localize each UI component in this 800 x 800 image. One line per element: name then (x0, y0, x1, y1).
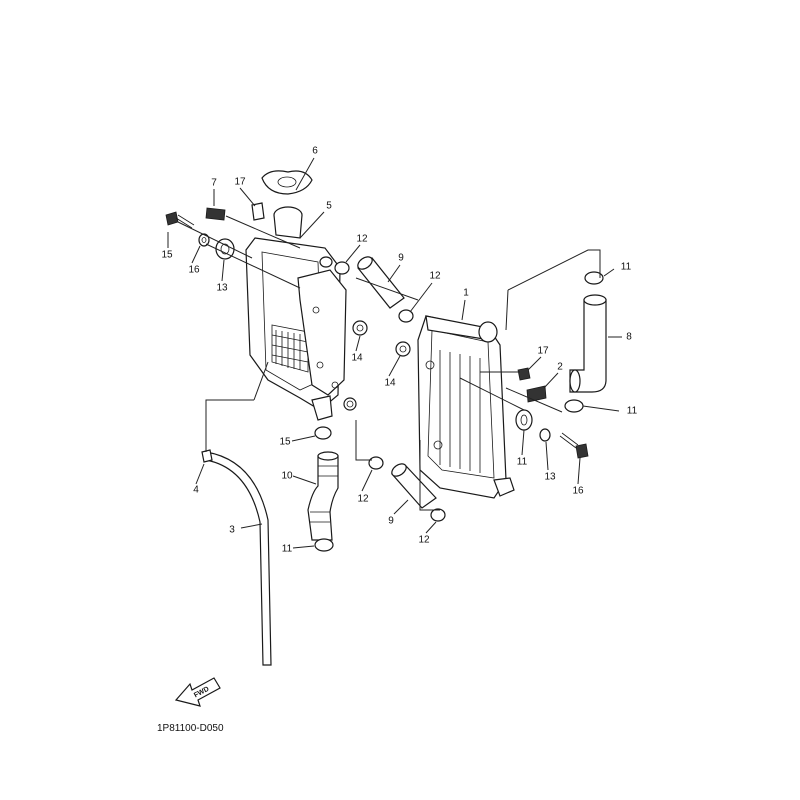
callout-13: 11 (517, 457, 528, 468)
radiator-cap (261, 170, 313, 195)
callout-3: 3 (229, 525, 235, 536)
hose-straight-lower (391, 463, 437, 509)
callout-14: 14 (351, 353, 363, 364)
callout-7: 7 (211, 178, 217, 189)
callout-6: 6 (312, 146, 318, 157)
callout-17: 17 (234, 177, 246, 188)
small-parts (165, 202, 604, 552)
callout-16: 13 (544, 472, 556, 483)
overflow-tube (205, 451, 272, 666)
callout-labels: 6 7 17 5 15 16 13 12 9 12 1 11 8 14 14 1… (161, 146, 637, 555)
callout-8: 8 (626, 332, 632, 343)
callout-12: 12 (356, 234, 368, 245)
callout-9: 9 (398, 253, 404, 264)
left-radiator (245, 206, 357, 421)
callout-10: 10 (281, 471, 293, 482)
callout-11: 15 (279, 437, 291, 448)
callout-14: 14 (384, 378, 396, 389)
hose-curved (307, 451, 339, 541)
callout-12: 12 (429, 271, 441, 282)
hose-straight-upper (357, 256, 405, 309)
callout-5: 5 (326, 201, 332, 212)
callout-11: 11 (627, 406, 638, 417)
callout-11: 11 (282, 544, 293, 555)
callout-13: 13 (216, 283, 228, 294)
callout-4: 4 (193, 485, 199, 496)
callout-1: 1 (463, 288, 469, 299)
right-radiator (417, 315, 515, 499)
hose-elbow (569, 294, 607, 393)
forward-arrow: FWD (174, 677, 221, 707)
callout-15: 16 (572, 486, 584, 497)
drawing-code: 1P81100-D050 (157, 723, 224, 734)
callout-9: 9 (388, 516, 394, 527)
callout-2: 2 (557, 362, 563, 373)
callout-12: 12 (357, 494, 369, 505)
callout-11: 11 (621, 262, 632, 273)
leader-lines (167, 157, 622, 549)
callout-12: 12 (418, 535, 430, 546)
callout-16: 16 (188, 265, 200, 276)
callout-17: 17 (537, 346, 549, 357)
callout-15: 15 (161, 250, 173, 261)
